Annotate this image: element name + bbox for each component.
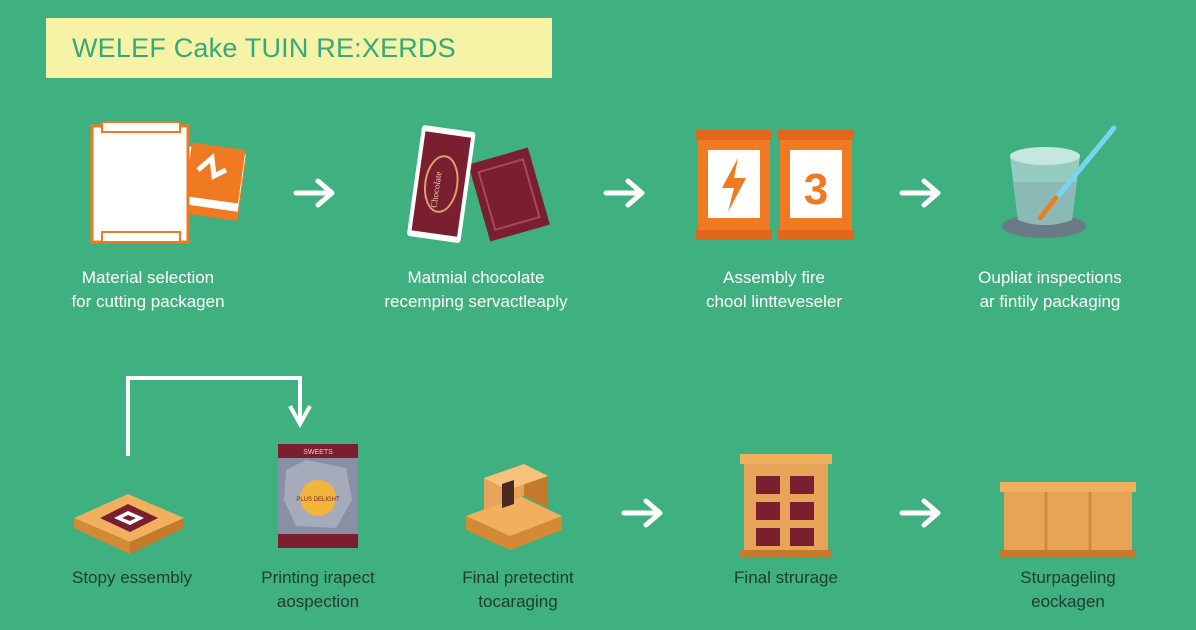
pouch-center-text: PLUS DELIGHT (296, 497, 340, 503)
step-matmial-chocolate-label: Matmial chocolate recemping servactleapl… (356, 266, 596, 314)
step-final-protecting-label: Final pretectint tocaraging (430, 566, 606, 614)
step-printing-inspection-label: Printing irapect aospection (238, 566, 398, 614)
step-material-selection-label: Material selection for cutting packagen (48, 266, 248, 314)
label-line: chool lintteveseler (705, 292, 843, 311)
label-line: Material selection (81, 268, 215, 287)
label-line: Final pretectint (462, 568, 574, 587)
number-card-text: 3 (804, 165, 828, 214)
step-quality-inspections-label: Oupliat inspections ar fintily packaging (950, 266, 1150, 314)
chocolate-bar-icon: Chocolate (406, 124, 556, 255)
inspection-glass-icon (1000, 122, 1124, 251)
label-line: Assembly fire (722, 268, 826, 287)
shipping-crate-icon (1000, 480, 1136, 565)
step-assembly-label: Assembly fire chool lintteveseler (676, 266, 872, 314)
right-arrow-icon (899, 498, 941, 528)
label-line: Printing irapect (261, 568, 375, 587)
step-shipping-packaging-label: Sturpageling eockagen (988, 566, 1148, 614)
step-final-storage-label: Final strurage (706, 566, 866, 590)
assembly-cards-icon: 3 (696, 130, 856, 247)
protective-crate-icon (462, 460, 566, 559)
label-line: Final strurage (734, 568, 838, 587)
snack-pouch-icon: SWEETS PLUS DELIGHT (276, 440, 362, 557)
right-arrow-icon (899, 178, 941, 208)
label-line: eockagen (1031, 592, 1105, 611)
title-banner: WELEF Cake TUIN RE:XERDS (46, 18, 552, 78)
label-line: aospection (276, 592, 360, 611)
label-line: Stopy essembly (72, 568, 192, 587)
page-title: WELEF Cake TUIN RE:XERDS (72, 32, 456, 63)
paper-packaging-icon (88, 120, 258, 255)
label-line: Oupliat inspections (978, 268, 1122, 287)
label-line: tocaraging (478, 592, 558, 611)
right-arrow-icon (603, 178, 645, 208)
right-arrow-icon (293, 178, 335, 208)
step-stopy-assembly-label: Stopy essembly (52, 566, 212, 590)
label-line: Matmial chocolate (407, 268, 545, 287)
elbow-connector-arrow-icon (126, 376, 312, 456)
right-arrow-icon (621, 498, 663, 528)
storage-shelf-icon (740, 452, 832, 567)
label-line: for cutting packagen (71, 292, 225, 311)
label-line: Sturpageling (1020, 568, 1116, 587)
label-line: ar fintily packaging (979, 292, 1121, 311)
label-line: recemping servactleaply (384, 292, 568, 311)
assembly-box-icon (70, 474, 190, 569)
pouch-top-text: SWEETS (303, 449, 333, 456)
